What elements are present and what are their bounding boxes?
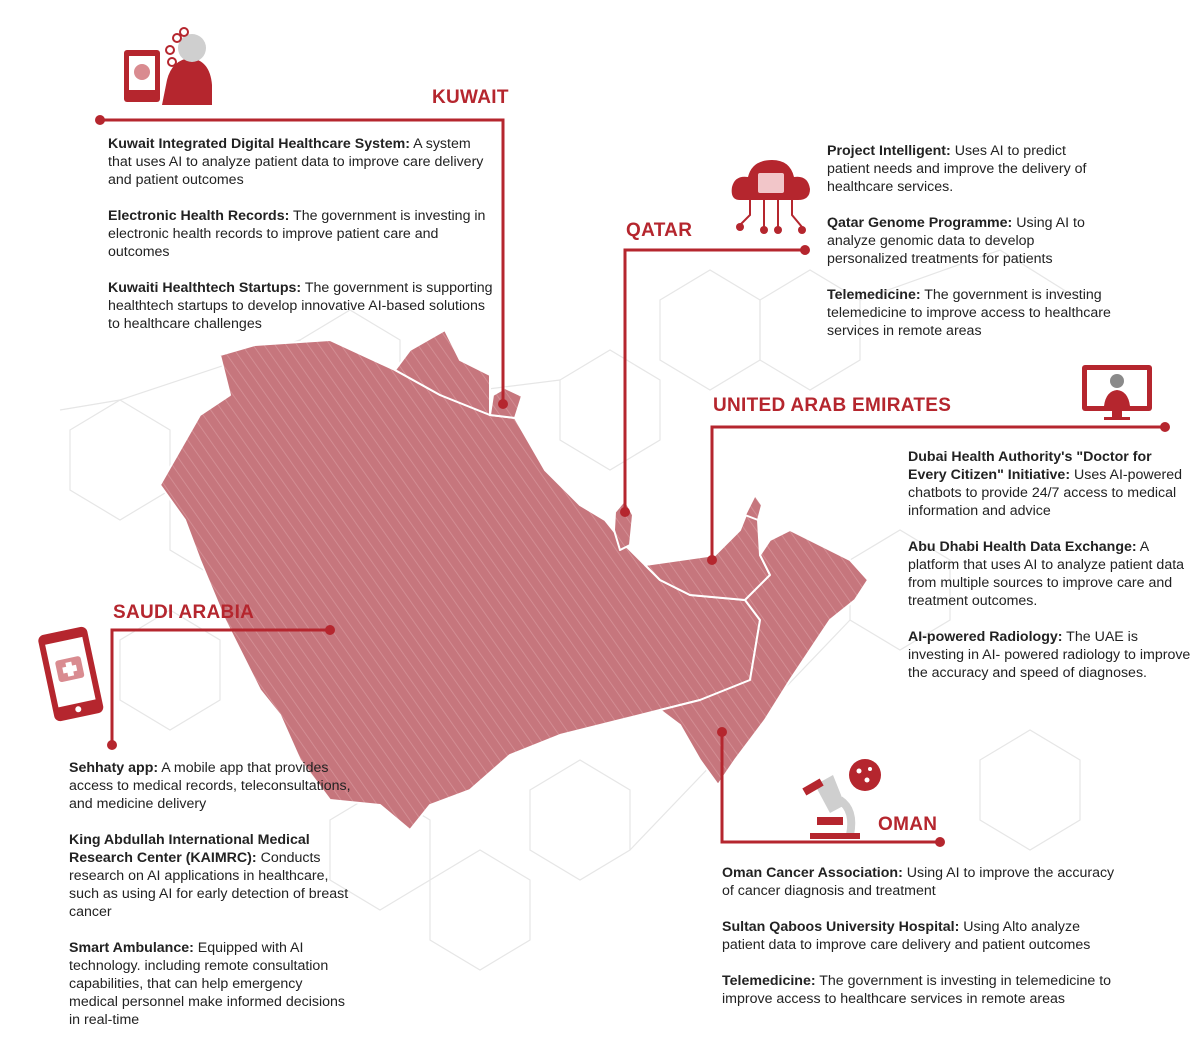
initiative-item: Telemedicine: The government is investin… <box>722 973 1112 1007</box>
country-label-uae: UNITED ARAB EMIRATES <box>713 395 952 416</box>
initiative-item: Dubai Health Authority's "Doctor for Eve… <box>908 449 1183 519</box>
saudi-arabia-initiatives: Sehhaty app: A mobile app that provides … <box>69 759 354 1047</box>
country-label-saudi-arabia: SAUDI ARABIA <box>113 602 255 623</box>
connector-lines <box>100 118 1165 844</box>
kuwait-connector <box>100 118 505 404</box>
oman-connector <box>720 732 940 844</box>
oman-region <box>659 529 869 786</box>
oman-initiatives: Oman Cancer Association: Using AI to imp… <box>722 864 1122 1026</box>
country-label-kuwait: KUWAIT <box>432 87 509 108</box>
qatar-initiatives: Project Intelligent: Uses AI to predict … <box>827 142 1112 358</box>
country-label-qatar: QATAR <box>626 220 693 241</box>
initiative-item: Sehhaty app: A mobile app that provides … <box>69 760 351 812</box>
initiative-item: Kuwaiti Healthtech Startups: The governm… <box>108 280 493 332</box>
initiative-item: Qatar Genome Programme: Using AI to anal… <box>827 215 1085 267</box>
initiative-item: Project Intelligent: Uses AI to predict … <box>827 143 1087 195</box>
initiative-item: Telemedicine: The government is investin… <box>827 287 1111 339</box>
uae-connector <box>710 425 1165 560</box>
doctor-tablet-icon <box>124 27 212 105</box>
oman-musandam-region <box>744 494 763 521</box>
iraq-border-region <box>394 329 491 416</box>
connector-dots <box>95 115 1170 847</box>
microscope-icon <box>802 759 881 839</box>
country-label-oman: OMAN <box>878 814 938 835</box>
initiative-item: Kuwait Integrated Digital Healthcare Sys… <box>108 136 484 188</box>
initiative-item: King Abdullah International Medical Rese… <box>69 832 349 920</box>
uae-region <box>644 509 771 601</box>
initiative-item: Abu Dhabi Health Data Exchange: A platfo… <box>908 539 1185 609</box>
kuwait-initiatives: Kuwait Integrated Digital Healthcare Sys… <box>108 135 498 351</box>
saudi-arabia-region <box>159 339 761 831</box>
initiative-item: Electronic Health Records: The governmen… <box>108 208 486 260</box>
initiative-item: Smart Ambulance: Equipped with AI techno… <box>69 940 346 1028</box>
initiative-item: Oman Cancer Association: Using AI to imp… <box>722 865 1115 899</box>
initiative-item: Sultan Qaboos University Hospital: Using… <box>722 919 1091 953</box>
uae-initiatives: Dubai Health Authority's "Doctor for Eve… <box>908 448 1193 700</box>
initiative-item: AI-powered Radiology: The UAE is investi… <box>908 629 1191 681</box>
medical-cloud-icon <box>731 160 810 234</box>
qatar-connector <box>623 248 805 512</box>
medical-phone-icon <box>38 626 104 722</box>
arabian-peninsula-map <box>159 329 869 831</box>
doctor-monitor-icon <box>1082 365 1152 420</box>
saudi-connector <box>110 628 330 745</box>
